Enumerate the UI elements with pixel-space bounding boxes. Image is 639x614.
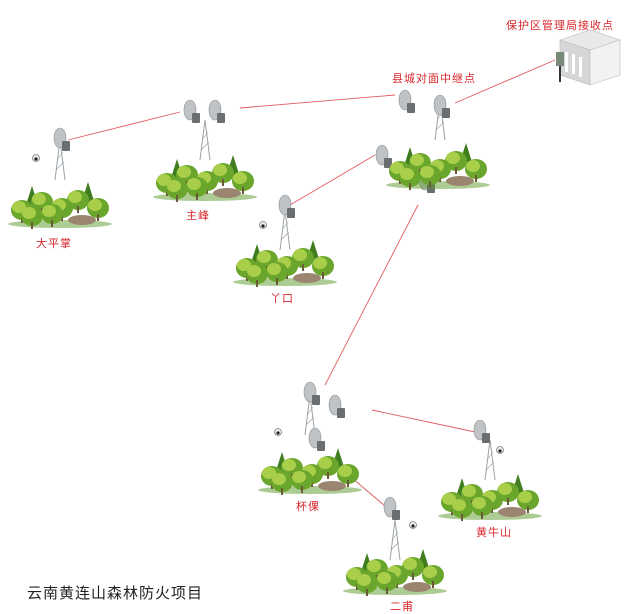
receiver-building-icon: [559, 29, 621, 86]
site-huangniushan: [438, 419, 542, 521]
link-relay-beibao: [324, 204, 419, 386]
label-zhufeng: 主峰: [186, 209, 210, 222]
link-dapingzhang-zhufeng: [67, 111, 181, 141]
site-xiancheng-relay: [375, 89, 490, 194]
label-xiancheng-relay: 县城对面中继点: [392, 72, 476, 85]
site-beibao: [258, 381, 362, 495]
diagram-title: 云南黄连山森林防火项目: [27, 584, 204, 602]
label-yakou: 丫口: [270, 292, 294, 305]
link-zhufeng-relay: [239, 94, 396, 109]
link-beibao-huangniushan: [371, 409, 476, 433]
link-yakou-relay: [289, 154, 376, 206]
site-yakou: [233, 194, 337, 287]
label-huangniushan: 黄牛山: [476, 526, 512, 539]
site-ernan: [343, 496, 447, 596]
site-dapingzhang: [8, 127, 112, 229]
receiver-antenna-icon: [556, 52, 564, 82]
wireless-links: [67, 59, 556, 513]
label-beibao: 杯倮: [296, 500, 320, 513]
label-dapingzhang: 大平掌: [36, 237, 72, 250]
link-relay-receiver: [454, 59, 556, 104]
label-receiver: 保护区管理局接收点: [506, 19, 614, 32]
label-ernan: 二甫: [390, 600, 414, 613]
